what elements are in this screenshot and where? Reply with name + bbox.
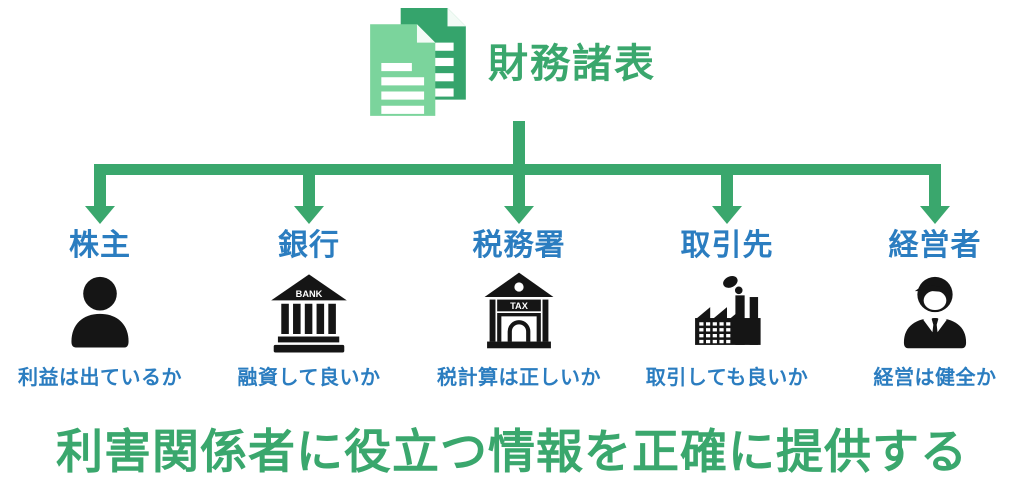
diagram-title: 財務諸表 [488,42,656,86]
tax-icon-text: TAX [510,301,529,311]
stakeholder-question: 税計算は正しいか [437,367,601,389]
stakeholder-column-management: 経営者 経営は健全か [835,229,1024,390]
footer-caption: 利害関係者に役立つ情報を正確に提供する [56,425,968,478]
factory-icon [627,270,827,356]
header: 財務諸表 [0,6,1024,122]
stakeholder-column-business-partner: 取引先 取引しても良いか [627,229,827,390]
connector-bar [94,164,941,175]
stakeholder-label: 銀行 [278,229,340,262]
documents-icon [370,8,466,116]
bank-icon: BANK [209,270,409,356]
stakeholder-label: 株主 [69,229,131,262]
arrow-down [0,175,200,224]
stakeholder-label: 取引先 [680,229,774,262]
tax-office-icon: TAX [419,270,619,356]
stakeholder-column-shareholder: 株主 利益は出ているか [0,229,200,390]
stakeholder-label: 経営者 [888,229,982,262]
stakeholder-column-tax-office: 税務署 TAX 税計算は正しいか [419,229,619,390]
arrow-down [419,175,619,224]
stakeholder-column-bank: 銀行 BANK 融資して良いか [209,229,409,390]
person-icon [0,270,200,356]
stakeholder-question: 融資して良いか [237,367,381,389]
arrow-down [209,175,409,224]
stakeholder-question: 取引しても良いか [645,367,809,389]
bank-icon-text: BANK [296,289,323,299]
arrow-down [835,175,1024,224]
arrow-down [627,175,827,224]
stakeholder-question: 経営は健全か [873,367,997,389]
stakeholder-question: 利益は出ているか [18,367,182,389]
stakeholder-label: 税務署 [472,229,566,262]
connector-stem [513,121,525,167]
businessman-icon [835,270,1024,356]
